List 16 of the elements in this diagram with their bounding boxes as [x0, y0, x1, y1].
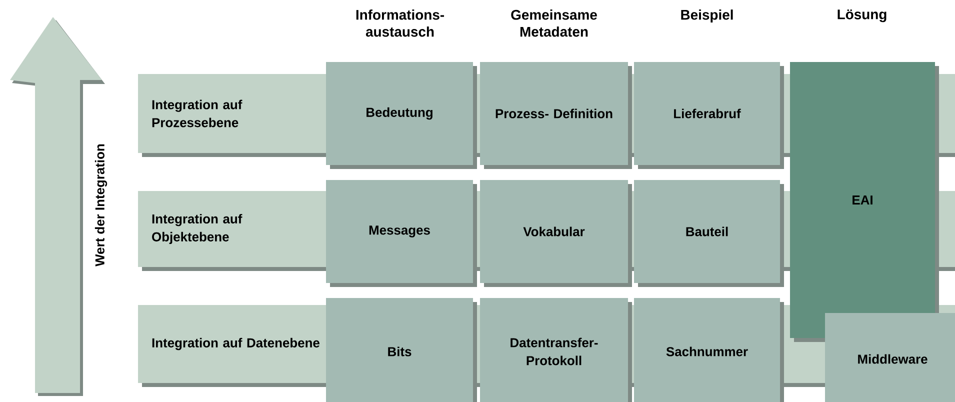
cell-box: Bits	[326, 298, 477, 402]
cell-box: Prozess- Definition	[480, 62, 632, 169]
column-header: Beispiel	[681, 10, 733, 23]
cell-box: Lieferabruf	[634, 62, 784, 169]
cell-box: Datentransfer- Protokoll	[480, 298, 632, 402]
cell-box: Messages	[326, 180, 477, 287]
cell-box: Bauteil	[634, 180, 784, 287]
column-header: Gemeinsame Metadaten	[511, 10, 597, 37]
axis-label: Wert der Integration	[94, 144, 108, 266]
cell-box: Vokabular	[480, 180, 632, 287]
cell-box: Bedeutung	[326, 62, 477, 169]
solution-box: Middleware	[825, 313, 955, 402]
column-header: Lösung	[838, 10, 886, 22]
solution-box: EAI	[790, 62, 939, 342]
cell-box: Sachnummer	[634, 298, 784, 402]
column-header: Informations- austausch	[356, 10, 444, 37]
